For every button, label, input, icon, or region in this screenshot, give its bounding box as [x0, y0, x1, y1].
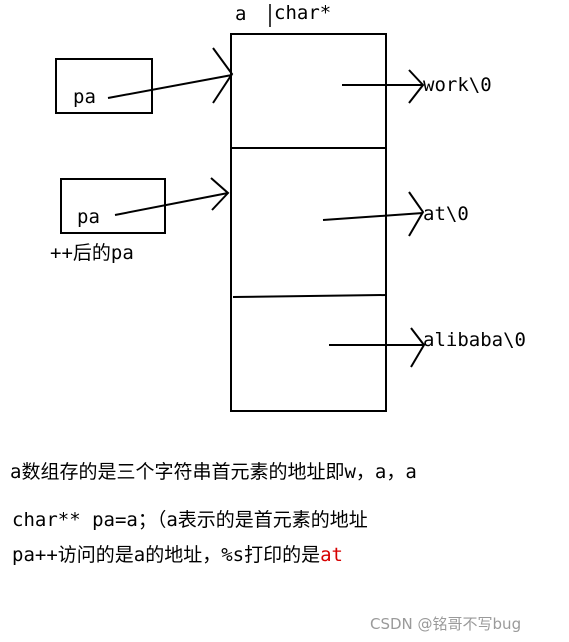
arrow-element-2-to-at	[322, 191, 425, 237]
array-block	[230, 33, 387, 412]
string-at: at\0	[423, 203, 469, 225]
arrow-element-1-to-work	[342, 69, 425, 104]
arrow-element-3-to-alibaba	[329, 327, 426, 368]
pointer-label-incremented: pa	[77, 206, 100, 228]
incremented-caption: ++后的pa	[50, 242, 134, 264]
note-line-1: a数组存的是三个字符串首元素的地址即w，a，a	[10, 461, 417, 483]
pointer-label-original: pa	[73, 86, 96, 108]
array-name-label: a	[235, 3, 247, 25]
string-alibaba: alibaba\0	[423, 329, 526, 351]
note-line-3: pa++访问的是a的地址，%s打印的是at	[12, 546, 343, 565]
pa-box-1	[55, 58, 153, 114]
string-work: work\0	[423, 74, 492, 96]
arrow-pa-to-element-2	[114, 177, 230, 216]
note-line-2: char** pa=a；（a表示的是首元素的地址	[12, 509, 368, 531]
note-line-3-highlight: at	[320, 544, 343, 566]
arrow-pa-to-element-1	[107, 47, 234, 104]
watermark: CSDN @铭哥不写bug	[370, 615, 522, 633]
note-line-3-prefix: pa++访问的是a的地址，%s打印的是	[12, 544, 321, 566]
array-divider-2	[232, 294, 387, 298]
type-label: char*	[274, 2, 332, 24]
